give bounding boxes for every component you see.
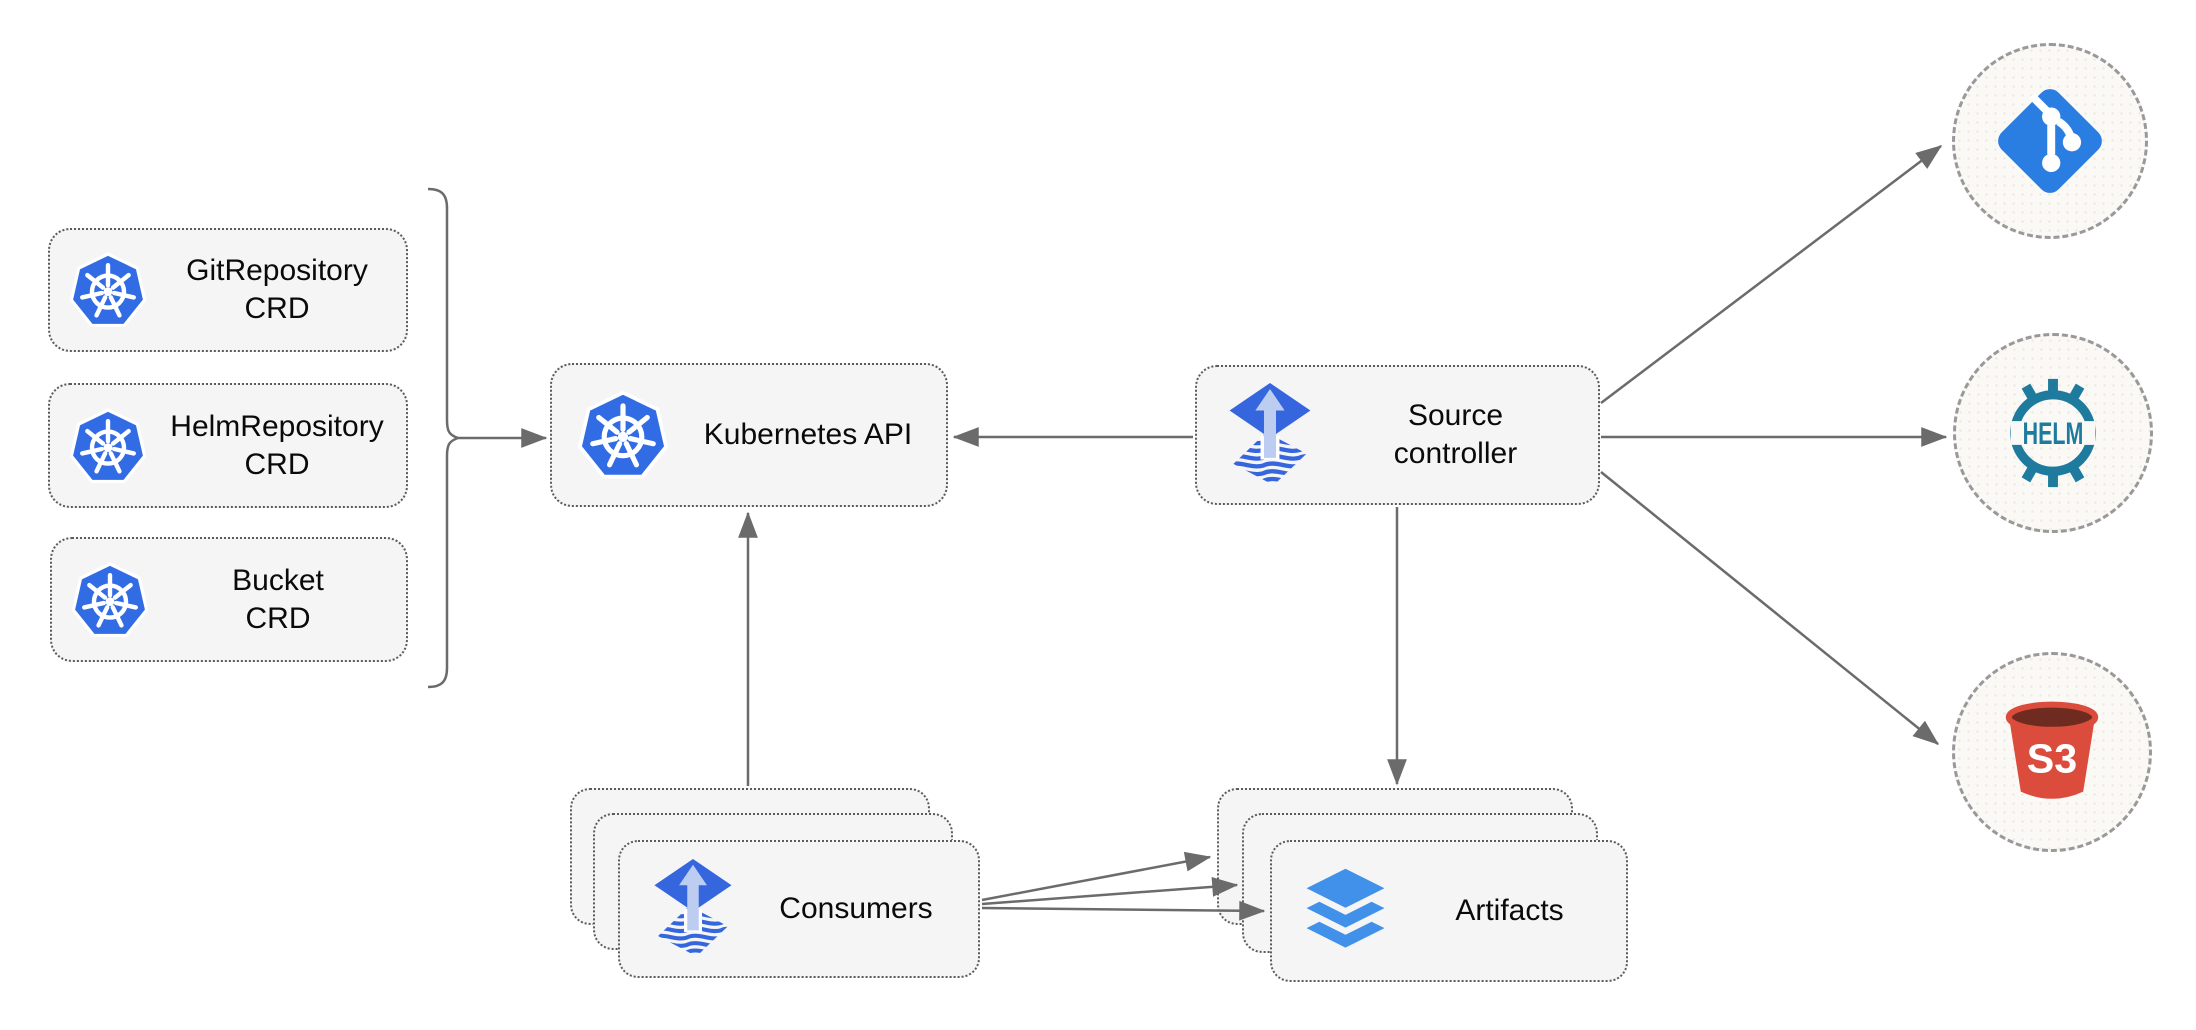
node-helm-source <box>1953 333 2153 533</box>
node-bucket-crd: Bucket CRD <box>50 537 408 662</box>
flux-icon <box>652 858 734 960</box>
git-icon <box>1989 80 2111 202</box>
node-label: Kubernetes API <box>703 418 913 451</box>
node-label: Consumers <box>779 892 933 925</box>
crd-group-brace <box>427 187 462 689</box>
node-git-repository-crd: GitRepository CRD <box>48 228 408 352</box>
node-label: Bucket CRD <box>232 563 324 635</box>
kubernetes-icon <box>70 560 150 640</box>
kubernetes-icon <box>68 406 148 486</box>
edge-consumers-to-artifacts-2 <box>981 876 1239 906</box>
node-artifacts: Artifacts <box>1270 840 1628 982</box>
s3-bucket-icon <box>1992 692 2112 812</box>
node-source-controller: Source controller <box>1195 365 1600 505</box>
node-label: HelmRepository CRD <box>170 409 384 481</box>
node-helm-repository-crd: HelmRepository CRD <box>48 383 408 508</box>
edge-source-controller-to-s3 <box>1600 471 1940 745</box>
node-label: GitRepository CRD <box>186 254 368 325</box>
node-git-source <box>1952 43 2148 239</box>
flux-icon <box>1227 382 1313 489</box>
kubernetes-icon <box>576 388 670 482</box>
edge-source-controller-to-git <box>1600 145 1943 404</box>
edge-consumers-to-artifacts-1 <box>981 851 1212 902</box>
node-label: Artifacts <box>1455 894 1564 927</box>
node-kubernetes-api: Kubernetes API <box>550 363 948 507</box>
node-label: Source controller <box>1393 399 1518 470</box>
node-s3-source <box>1952 652 2152 852</box>
node-consumers: Consumers <box>618 840 980 978</box>
helm-icon <box>1987 367 2119 499</box>
layers-icon <box>1298 864 1393 959</box>
kubernetes-icon <box>68 250 148 330</box>
